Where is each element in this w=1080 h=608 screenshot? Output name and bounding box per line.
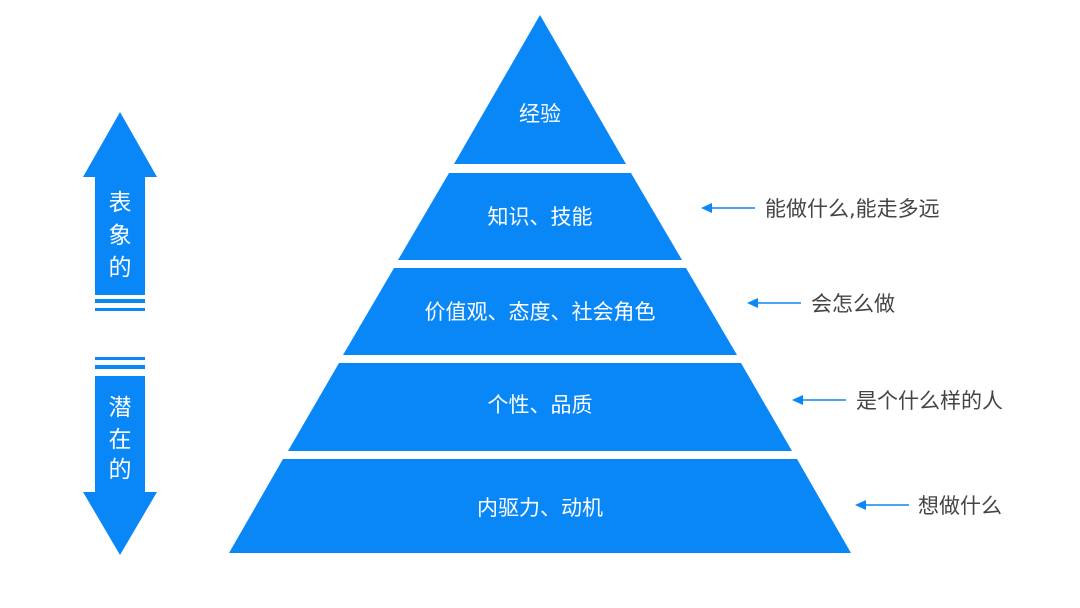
annotation-values: 会怎么做 [811,292,895,316]
lower-label-char: 在 [108,427,132,453]
up-arrow-icon [83,112,157,295]
pyramid-layer-1 [454,15,626,164]
arrow-left-icon [855,500,866,510]
upper-label-char: 的 [108,255,132,281]
lower-label-char: 的 [108,457,132,483]
layer-label-experience: 经验 [519,102,561,126]
lower-label-char: 潜 [108,395,132,421]
upper-label-char: 象 [108,223,132,249]
layer-label-values: 价值观、态度、社会角色 [424,300,656,324]
pyramid-layer-2 [398,173,682,260]
annotation-motivation: 想做什么 [918,494,1002,518]
pyramid-layer-5 [229,459,851,553]
arrow-left-icon [792,395,803,405]
down-arrow-icon [83,376,157,555]
divider-line [95,308,145,311]
divider-line [95,299,145,303]
layer-label-knowledge: 知识、技能 [487,205,593,229]
layer-label-motivation: 内驱力、动机 [477,496,603,520]
layer-label-traits: 个性、品质 [487,393,593,417]
pyramid-layer-4 [288,363,792,451]
annotation-traits: 是个什么样的人 [856,389,1003,413]
divider-line [95,357,145,360]
divider-line [95,365,145,369]
arrow-left-icon [701,203,712,213]
upper-label-char: 表 [108,190,132,216]
annotation-knowledge: 能做什么,能走多远 [765,197,940,221]
pyramid-layer-3 [343,268,737,355]
arrow-left-icon [747,298,758,308]
